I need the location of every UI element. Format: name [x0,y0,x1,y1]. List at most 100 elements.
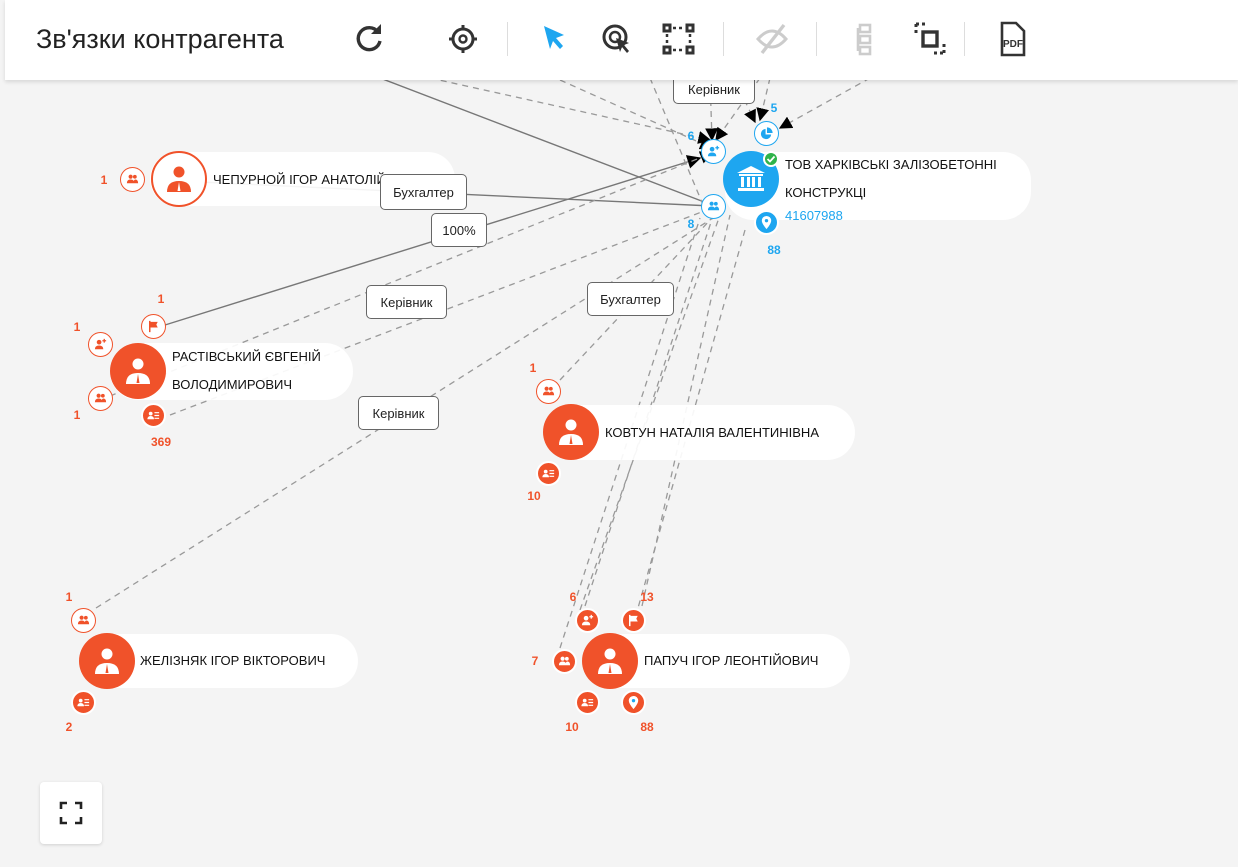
relation-edge-dashed [778,77,871,129]
satellite-count: 7 [531,654,539,668]
satellite-count: 1 [157,292,165,306]
satellite-count: 6 [687,129,695,143]
node-name-line: КОНСТРУКЦІ [785,185,867,200]
group-icon [542,386,554,395]
relation-edge-dashed [584,209,716,607]
satellite-contact-list-button[interactable] [574,689,600,715]
fullscreen-button[interactable] [40,782,102,844]
person-icon [95,648,119,674]
person-node[interactable] [110,343,166,399]
group-icon [126,174,138,183]
pie-chart-icon [760,126,773,139]
edge-label[interactable]: Бухгалтер [587,282,674,316]
relation-edge-dashed [559,79,714,150]
relation-edge-dashed [756,77,771,122]
person-icon [126,358,150,384]
satellite-flag-button[interactable] [140,313,166,339]
satellite-group-button[interactable] [551,648,577,674]
fullscreen-icon [59,801,83,825]
add-person-icon [581,614,593,625]
satellite-count: 6 [569,590,577,604]
center-target-icon [449,25,477,53]
satellite-group-button[interactable] [70,607,96,633]
node-name: ЖЕЛІЗНЯК ІГОР ВІКТОРОВИЧ [140,647,325,675]
person-icon [598,648,622,674]
pdf-export-icon: PDF [1000,21,1026,57]
satellite-group-button[interactable] [700,193,726,219]
person-node[interactable] [582,633,638,689]
contact-list-icon [146,411,159,419]
eye-off-button [754,20,790,58]
contact-list-icon [541,469,554,477]
location-icon [761,215,771,229]
relation-edge-dashed [559,217,701,649]
person-node[interactable] [543,404,599,460]
toolbar-divider [507,22,508,56]
satellite-location-button[interactable] [753,209,779,235]
satellite-count: 13 [640,590,654,604]
relation-edge-dashed [429,77,712,144]
satellite-add-person-button[interactable] [574,607,600,633]
target-cursor-icon [602,24,629,53]
crop-selection-button[interactable] [912,20,948,58]
center-target-button[interactable] [445,20,481,58]
satellite-count: 5 [770,101,778,115]
add-person-icon [707,145,719,156]
satellite-location-button[interactable] [620,689,646,715]
satellite-count: 1 [73,320,81,334]
bank-icon [737,166,765,191]
flag-icon [148,320,158,332]
satellite-count: 1 [73,408,81,422]
edge-label[interactable]: Бухгалтер [380,174,467,210]
node-name: ЧЕПУРНОЙ ІГОР АНАТОЛІЙОВИЧ [213,166,423,194]
toolbar-header: Зв'язки контрагента PDF [5,0,1238,80]
company-code[interactable]: 41607988 [785,208,843,223]
refresh-button[interactable] [352,20,388,58]
satellite-add-person-button[interactable] [700,138,726,164]
pdf-export-button[interactable]: PDF [994,20,1030,58]
satellite-count: 2 [65,720,73,734]
select-area-button[interactable] [660,20,696,58]
satellite-add-person-button[interactable] [87,331,113,357]
satellite-contact-list-button[interactable] [140,402,166,428]
page-title: Зв'язки контрагента [36,24,284,54]
toolbar-divider [964,22,965,56]
edge-label[interactable]: Керівник [366,285,447,319]
edge-label[interactable]: Керівник [358,396,439,430]
satellite-contact-list-button[interactable] [535,460,561,486]
verified-badge-icon [763,151,779,167]
refresh-icon [356,24,382,52]
node-name-line: КОВТУН НАТАЛІЯ ВАЛЕНТИНІВНА [605,425,819,440]
target-cursor-button[interactable] [599,20,635,58]
satellite-group-button[interactable] [87,385,113,411]
satellite-flag-button[interactable] [620,607,646,633]
person-node[interactable] [79,633,135,689]
satellite-contact-list-button[interactable] [70,689,96,715]
person-node[interactable] [151,151,207,207]
satellite-group-button[interactable] [119,166,145,192]
satellite-pie-chart-button[interactable] [753,120,779,146]
add-person-icon [94,338,106,349]
contact-list-icon [580,698,593,706]
relation-edge-dashed [649,77,707,213]
select-area-icon [662,23,695,55]
satellite-count: 10 [527,489,541,503]
edge-label[interactable]: 100% [431,213,487,247]
tree-layout-icon [856,23,872,56]
node-name: ПАПУЧ ІГОР ЛЕОНТІЙОВИЧ [644,647,818,675]
pointer-cursor-icon [544,26,564,49]
node-name-line: ЖЕЛІЗНЯК ІГОР ВІКТОРОВИЧ [140,653,326,668]
satellite-count: 1 [529,361,537,375]
pointer-cursor-button[interactable] [535,20,571,58]
relation-edge [379,77,713,206]
satellite-count: 1 [65,590,73,604]
toolbar-divider [723,22,724,56]
satellite-count: 369 [150,435,172,449]
satellite-count: 8 [687,217,695,231]
node-name-line: ПАПУЧ ІГОР ЛЕОНТІЙОВИЧ [644,653,819,668]
satellite-group-button[interactable] [535,378,561,404]
node-name: КОВТУН НАТАЛІЯ ВАЛЕНТИНІВНА [605,419,819,447]
